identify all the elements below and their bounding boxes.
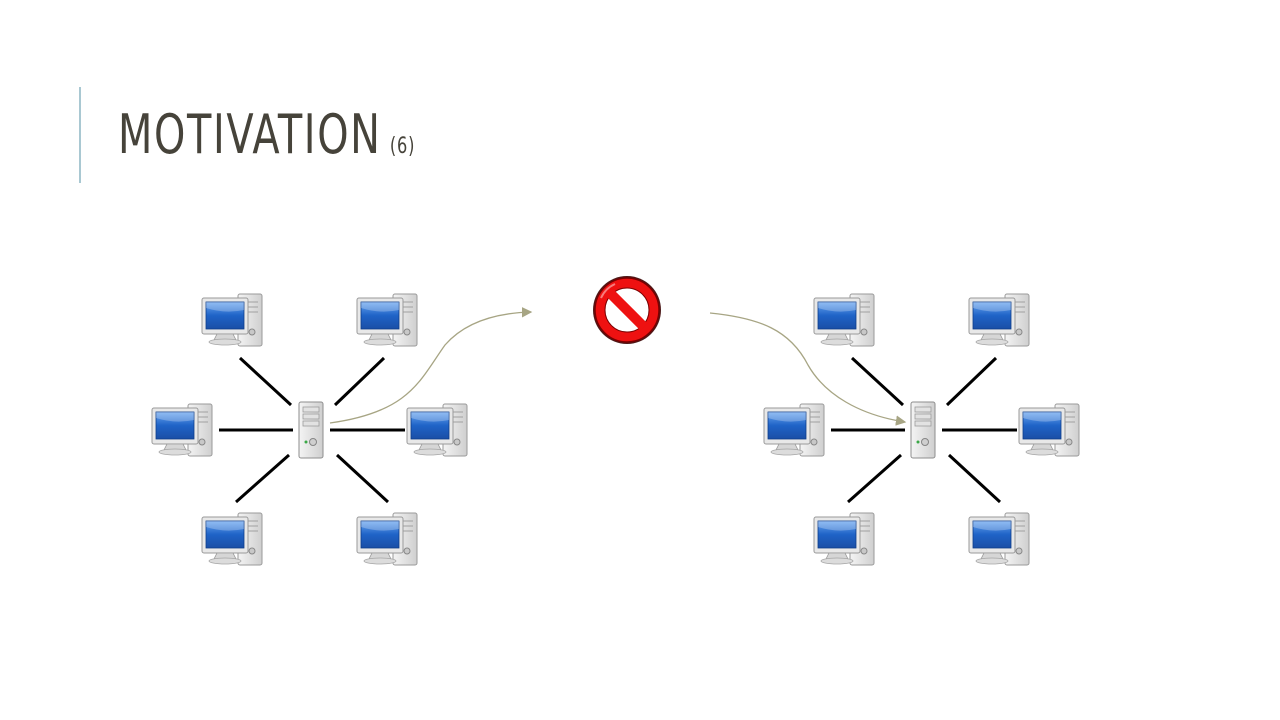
link-left-top-right bbox=[333, 356, 386, 407]
tower-server-icon bbox=[910, 401, 936, 459]
desktop-computer-icon bbox=[151, 403, 213, 457]
link-left-bottom-left bbox=[235, 453, 290, 504]
accent-bar bbox=[79, 87, 81, 183]
link-right-bottom-left bbox=[847, 453, 902, 504]
desktop-computer-icon bbox=[1018, 403, 1080, 457]
desktop-computer-icon bbox=[968, 512, 1030, 566]
network-left-links bbox=[219, 356, 405, 504]
desktop-computer-icon bbox=[968, 293, 1030, 347]
incoming-arrow bbox=[709, 312, 907, 426]
desktop-computer-icon bbox=[356, 293, 418, 347]
link-left-top-left bbox=[238, 356, 293, 407]
link-left-bottom-right bbox=[335, 453, 390, 504]
desktop-computer-icon bbox=[356, 512, 418, 566]
tower-server-icon bbox=[298, 401, 324, 459]
network-right bbox=[763, 293, 1080, 566]
slide-title-text: MOTIVATION bbox=[118, 103, 382, 166]
link-right-bottom-right bbox=[947, 453, 1002, 504]
desktop-computer-icon bbox=[813, 293, 875, 347]
desktop-computer-icon bbox=[763, 403, 825, 457]
prohibited-icon bbox=[593, 276, 661, 344]
desktop-computer-icon bbox=[813, 512, 875, 566]
network-right-links bbox=[831, 356, 1017, 504]
slide-title: MOTIVATION (6) bbox=[118, 104, 415, 178]
network-left bbox=[151, 293, 468, 566]
outgoing-arrow bbox=[329, 307, 533, 424]
slide-title-suffix: (6) bbox=[389, 134, 416, 159]
desktop-computer-icon bbox=[201, 512, 263, 566]
link-right-top-left bbox=[850, 356, 905, 407]
desktop-computer-icon bbox=[406, 403, 468, 457]
desktop-computer-icon bbox=[201, 293, 263, 347]
link-right-top-right bbox=[945, 356, 998, 407]
